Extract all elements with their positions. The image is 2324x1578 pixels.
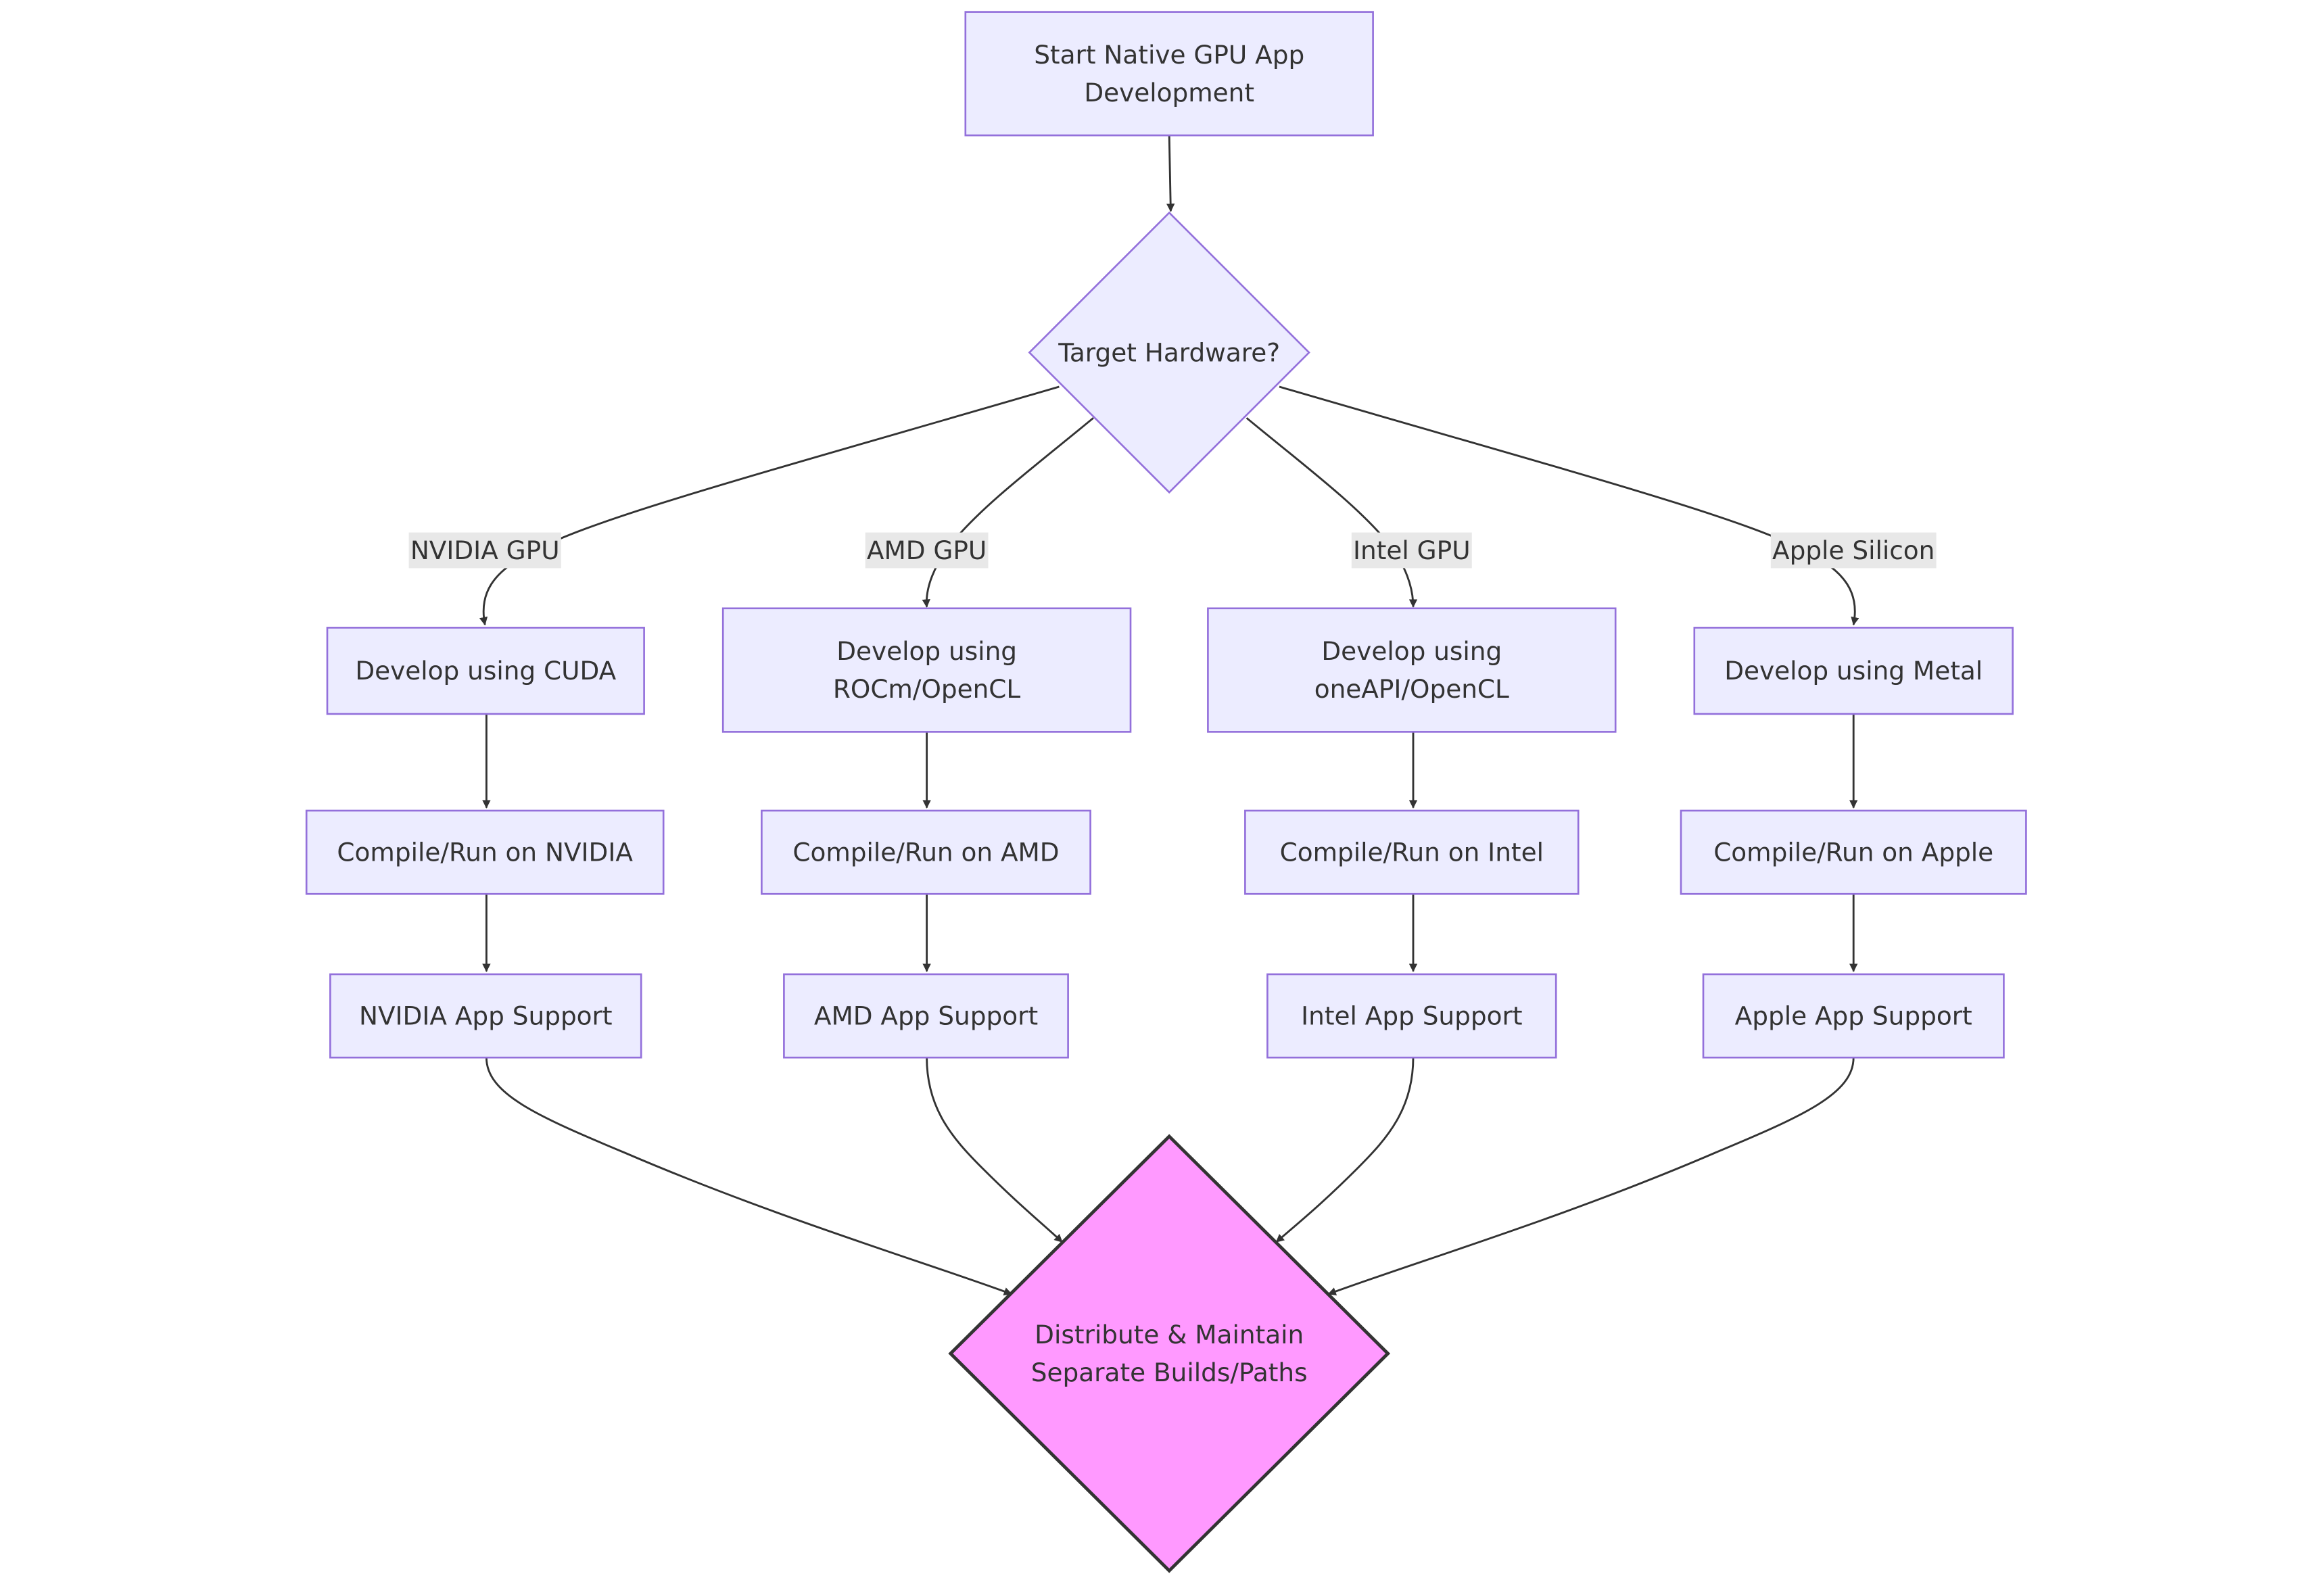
edge-labels-layer: NVIDIA GPU AMD GPU Intel GPU Apple Silicon (408, 532, 1937, 569)
nvidia-app-support-node-box (329, 973, 642, 1059)
distribute-maintain-node-label-line-2: Separate Builds/Paths (1031, 1358, 1308, 1387)
develop-oneapi-node-label-line-1: Develop using (1321, 636, 1502, 666)
edge-label-amd-gpu: AMD GPU (865, 532, 989, 569)
develop-rocm-node-label-line-2: ROCm/OpenCL (833, 674, 1021, 704)
intel-app-support-node-label-line-1: Intel App Support (1301, 1001, 1522, 1031)
compile-run-amd-node[interactable]: Compile/Run on AMD (761, 809, 1091, 895)
nvidia-app-support-node-label-line-1: NVIDIA App Support (359, 1001, 613, 1031)
edge-start-to-decision (1166, 135, 1175, 212)
distribute-maintain-node-shape (948, 1134, 1391, 1573)
develop-oneapi-node-box (1207, 607, 1617, 733)
edge-label-intel-gpu-text: Intel GPU (1353, 535, 1471, 565)
amd-app-support-node-box (783, 973, 1069, 1059)
amd-app-support-node[interactable]: AMD App Support (783, 973, 1069, 1059)
apple-app-support-node-label-line-1: Apple App Support (1735, 1001, 1972, 1031)
edge-label-amd-gpu-background (865, 532, 989, 569)
edge-label-apple-silicon-background (1770, 532, 1937, 569)
decision-node[interactable]: Target Hardware? (1028, 211, 1310, 494)
intel-app-support-node[interactable]: Intel App Support (1266, 973, 1557, 1059)
edge-label-apple-silicon: Apple Silicon (1770, 532, 1937, 569)
distribute-maintain-node-label-line-1: Distribute & Maintain (1035, 1320, 1304, 1349)
edge-support-apple-to-final (1327, 1057, 1855, 1295)
compile-run-amd-node-label-line-1: Compile/Run on AMD (792, 838, 1059, 867)
compile-run-apple-node[interactable]: Compile/Run on Apple (1680, 809, 2027, 895)
compile-run-intel-node-label-line-1: Compile/Run on Intel (1280, 838, 1544, 867)
compile-run-apple-node-label-line-1: Compile/Run on Apple (1713, 838, 1993, 867)
edge-decision-to-metal (1279, 385, 1859, 626)
develop-metal-node-box (1693, 627, 2014, 715)
edge-label-apple-silicon-text: Apple Silicon (1772, 535, 1935, 565)
apple-app-support-node-box (1702, 973, 2005, 1059)
amd-app-support-node-label-line-1: AMD App Support (814, 1001, 1038, 1031)
start-node-label-line-1: Start Native GPU App (1034, 40, 1304, 70)
intel-app-support-node-box (1266, 973, 1557, 1059)
develop-metal-node[interactable]: Develop using Metal (1693, 627, 2014, 715)
compile-run-amd-node-box (761, 809, 1091, 895)
start-node-label-line-2: Development (1084, 78, 1254, 107)
edge-support-amd-to-final (926, 1057, 1063, 1243)
develop-oneapi-node[interactable]: Develop using oneAPI/OpenCL (1207, 607, 1617, 733)
edge-decision-to-cuda (479, 385, 1060, 626)
develop-rocm-node-box (721, 607, 1132, 733)
develop-cuda-node-box (326, 627, 645, 715)
edge-label-intel-gpu-background (1351, 532, 1472, 569)
compile-run-intel-node[interactable]: Compile/Run on Intel (1244, 809, 1580, 895)
compile-run-nvidia-node[interactable]: Compile/Run on NVIDIA (305, 809, 665, 895)
edge-support-nvidia-to-final (485, 1057, 1013, 1295)
edge-label-amd-gpu-text: AMD GPU (867, 535, 987, 565)
edge-support-intel-to-final (1275, 1057, 1415, 1243)
develop-metal-node-label-line-1: Develop using Metal (1724, 656, 1983, 686)
compile-run-nvidia-node-box (305, 809, 665, 895)
compile-run-nvidia-node-label-line-1: Compile/Run on NVIDIA (337, 838, 633, 867)
compile-run-apple-node-box (1680, 809, 2027, 895)
edge-label-nvidia-gpu-background (408, 532, 561, 569)
edge-label-nvidia-gpu: NVIDIA GPU (408, 532, 561, 569)
edge-label-nvidia-gpu-text: NVIDIA GPU (410, 535, 560, 565)
edges-layer (479, 135, 1859, 1295)
nvidia-app-support-node[interactable]: NVIDIA App Support (329, 973, 642, 1059)
decision-node-label-line-1: Target Hardware? (1058, 337, 1280, 367)
develop-rocm-node-label-line-1: Develop using (836, 636, 1017, 666)
start-node-box (964, 11, 1374, 137)
develop-oneapi-node-label-line-2: oneAPI/OpenCL (1314, 674, 1509, 704)
develop-cuda-node-label-line-1: Develop using CUDA (355, 656, 616, 686)
edge-decision-to-rocm (922, 417, 1094, 608)
decision-node-shape (1028, 211, 1310, 494)
develop-cuda-node[interactable]: Develop using CUDA (326, 627, 645, 715)
apple-app-support-node[interactable]: Apple App Support (1702, 973, 2005, 1059)
edge-decision-to-oneapi (1246, 417, 1418, 608)
edge-label-intel-gpu: Intel GPU (1351, 532, 1472, 569)
compile-run-intel-node-box (1244, 809, 1580, 895)
